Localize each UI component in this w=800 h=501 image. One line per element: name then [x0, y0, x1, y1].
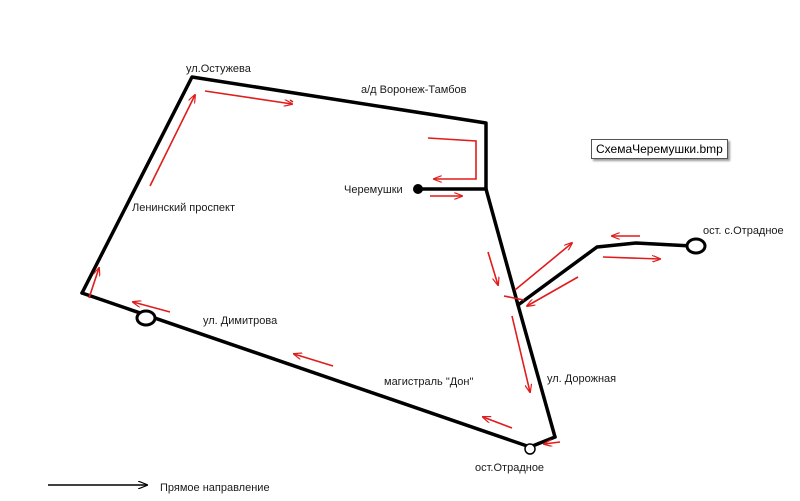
- route-arrow: [289, 99, 294, 103]
- legend: Прямое направление: [48, 482, 270, 494]
- roads: [80, 75, 694, 449]
- label-otradnoe-stop: ост.Отрадное: [475, 462, 544, 474]
- label-otradnoe-village-stop: ост. с.Отрадное: [703, 225, 784, 237]
- route-arrow: [544, 442, 561, 444]
- label-leninsky: Ленинский проспект: [132, 202, 235, 214]
- stop-otradnoe-village: [685, 237, 707, 255]
- route-arrow: [483, 417, 513, 429]
- stop-dimitrova: [135, 309, 157, 327]
- route-arrow: [503, 295, 525, 301]
- label-voronezh-tambov: а/д Воронеж-Тамбов: [361, 84, 467, 96]
- route-arrow: [487, 251, 498, 285]
- route-arrows: [88, 90, 660, 444]
- route-arrow: [88, 268, 99, 299]
- label-cheremushki: Черемушки: [344, 184, 403, 196]
- label-dimitrova: ул. Димитрова: [203, 315, 278, 327]
- route-arrow: [511, 315, 530, 392]
- label-ostuzheva: ул.Остужева: [186, 63, 252, 75]
- route-arrow: [514, 243, 572, 291]
- road-otradnoe-branch: [516, 241, 694, 307]
- route-arrow: [294, 354, 334, 367]
- route-arrow: [133, 302, 171, 313]
- label-dorozhnaya: ул. Дорожная: [547, 373, 616, 385]
- road-main-loop: [80, 75, 557, 439]
- legend-label: Прямое направление: [160, 482, 270, 494]
- road-magistral-don: [80, 291, 532, 449]
- route-arrow: [602, 257, 660, 259]
- stop-cheremushki: [413, 184, 423, 194]
- label-magistral-don: магистраль "Дон": [384, 376, 473, 388]
- filename-tooltip: СхемаЧеремушки.bmp: [591, 139, 728, 159]
- route-arrow: [527, 276, 579, 306]
- route-arrow: [427, 137, 477, 179]
- route-arrow: [149, 95, 195, 187]
- stop-otradnoe: [524, 443, 536, 455]
- route-arrow: [204, 90, 292, 104]
